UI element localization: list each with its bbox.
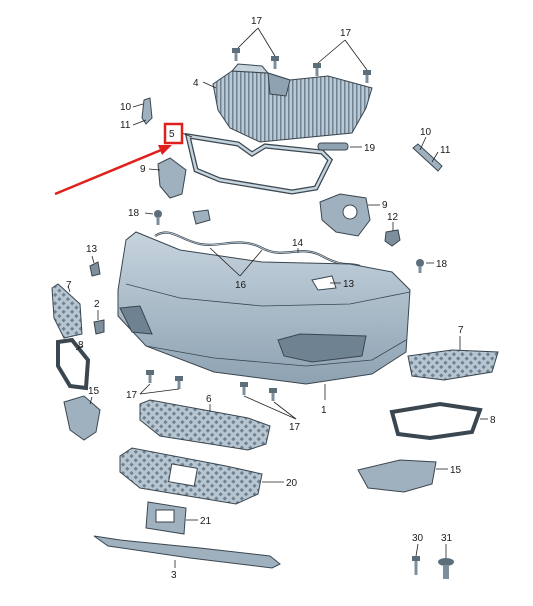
label-12: 12 (387, 212, 399, 223)
label-3: 3 (171, 570, 177, 581)
bolt-17-lower-4 (269, 388, 277, 401)
lower-grille-part-6 (139, 399, 271, 451)
screw-part-30 (412, 556, 420, 575)
label-6: 6 (206, 394, 212, 405)
label-14: 14 (292, 238, 304, 249)
label-1: 1 (321, 405, 327, 416)
strip-part-10-right (412, 143, 443, 172)
bolt-17-lower-3 (240, 382, 248, 395)
label-7-right: 7 (458, 325, 464, 336)
label-18-left: 18 (128, 208, 140, 219)
label-10-right: 10 (420, 127, 432, 138)
sensor-holder (192, 209, 211, 225)
leader-lines (67, 27, 488, 568)
label-13-left: 13 (86, 244, 98, 255)
label-9-left: 9 (140, 164, 146, 175)
bracket-part-9-left (157, 157, 187, 199)
label-9-right: 9 (382, 200, 388, 211)
label-5: 5 (169, 129, 175, 140)
bolt-part-18-left (154, 210, 162, 225)
trim-part-8-left (56, 337, 91, 391)
label-8-right: 8 (490, 415, 496, 426)
label-15-left: 15 (88, 386, 100, 397)
label-31: 31 (441, 533, 453, 544)
bolt-17-top-2 (271, 56, 279, 69)
bolt-part-18-right (416, 259, 424, 273)
spoiler-part-3 (93, 535, 281, 569)
fog-part-15-right (357, 459, 437, 493)
bolt-17-top-4 (363, 70, 371, 83)
bracket-part-10-left (141, 97, 153, 125)
label-15-right: 15 (450, 465, 462, 476)
label-13-right: 13 (343, 279, 355, 290)
bolt-17-lower-2 (175, 376, 183, 389)
label-7-left: 7 (66, 280, 72, 291)
grille-frame-part-5 (184, 132, 334, 195)
bolt-17-top-1 (232, 48, 240, 61)
label-8-left: 8 (78, 340, 84, 351)
label-2: 2 (94, 299, 100, 310)
clip-part-12 (384, 229, 401, 247)
part-labels: 17 17 4 10 11 5 19 10 11 9 18 9 12 14 13… (66, 16, 496, 581)
screw-part-31 (438, 558, 454, 579)
label-30: 30 (412, 533, 424, 544)
red-arrow (54, 145, 172, 196)
highlight-box-part-5 (163, 122, 184, 145)
grille-20-center-plate (168, 463, 198, 487)
clip-part-2 (93, 319, 105, 335)
mesh-part-7-left (51, 283, 83, 339)
label-11-left: 11 (120, 120, 131, 131)
label-4: 4 (193, 78, 199, 89)
label-17-lower-right: 17 (289, 422, 301, 433)
label-18-right: 18 (436, 259, 448, 270)
plate-bracket-hole (155, 509, 175, 523)
trim-part-8-right (389, 401, 483, 441)
label-21: 21 (200, 516, 212, 527)
bumper-cover-part-1 (117, 231, 411, 385)
label-10-left: 10 (120, 102, 132, 113)
label-17-top-left: 17 (251, 16, 263, 27)
label-16: 16 (235, 280, 247, 291)
label-19: 19 (364, 143, 376, 154)
sensor-part-13-left (89, 261, 101, 277)
fog-part-15-left (63, 395, 101, 441)
badge-part-19 (317, 142, 349, 151)
upper-grille-part-4 (212, 63, 373, 143)
bracket-9-right-hole (342, 204, 358, 220)
bolt-17-lower-1 (146, 370, 154, 383)
bolt-17-top-3 (313, 63, 321, 76)
mesh-part-7-right (407, 349, 499, 381)
label-17-lower-left: 17 (126, 390, 138, 401)
label-20: 20 (286, 478, 298, 489)
label-11-right: 11 (440, 145, 451, 156)
label-17-top-right: 17 (340, 28, 352, 39)
